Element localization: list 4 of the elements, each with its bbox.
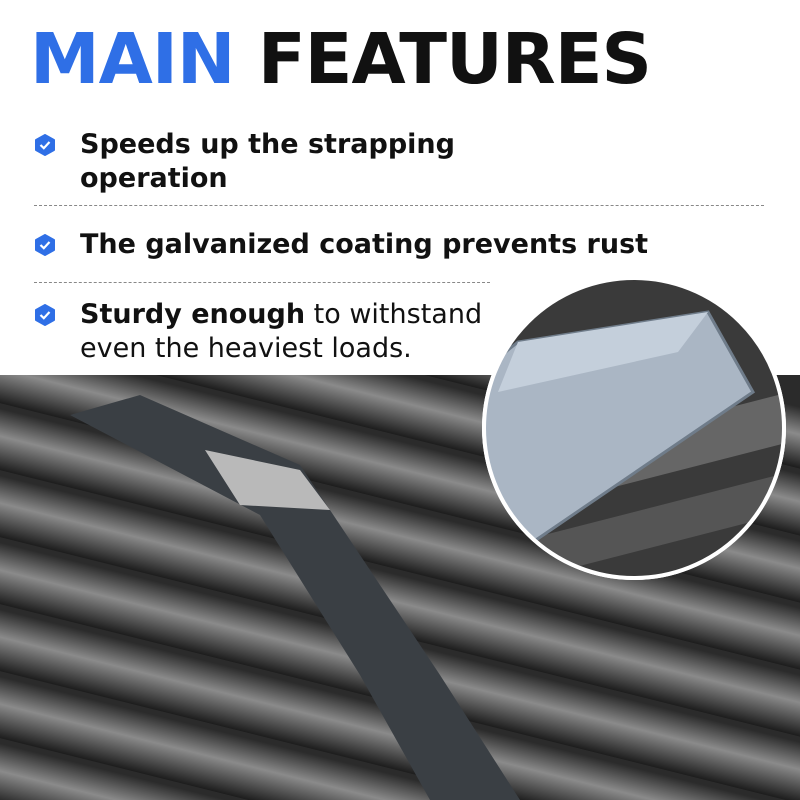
feature-text: Speeds up the strapping operation	[80, 128, 456, 196]
title: MAIN FEATURES	[30, 18, 651, 100]
feature-text: Sturdy enough to withstand even the heaviest loads.	[80, 298, 484, 366]
feature-text: The galvanized coating prevents rust	[80, 228, 650, 262]
